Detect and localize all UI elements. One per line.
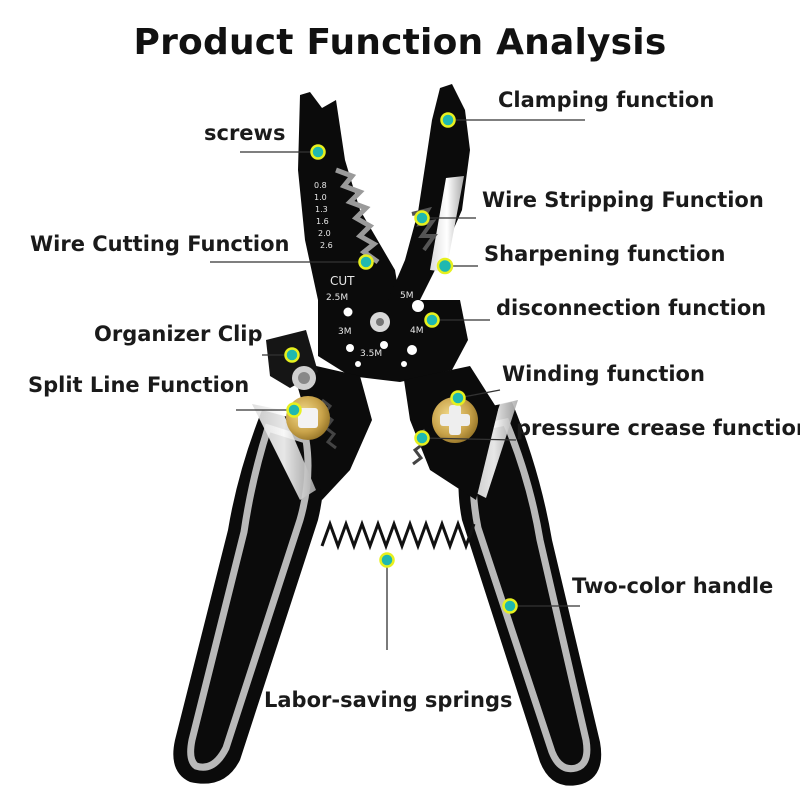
hole-mark: 3.5M xyxy=(360,349,382,359)
marker-winding xyxy=(450,390,466,406)
central-body xyxy=(318,300,468,382)
marker-sharpening xyxy=(436,257,454,275)
marker-wire-cutting xyxy=(358,254,374,270)
marker-wire-stripping xyxy=(414,210,430,226)
hole-mark: 4M xyxy=(410,326,424,336)
gauge-mark: 1.6 xyxy=(316,217,329,226)
label-organizer-clip: Organizer Clip xyxy=(94,322,263,346)
gauge-mark: 1.0 xyxy=(314,193,327,202)
gauge-mark: 2.0 xyxy=(318,229,331,238)
label-sharpening: Sharpening function xyxy=(484,242,726,266)
label-pressure-crease: pressure crease function xyxy=(516,416,800,440)
marker-springs xyxy=(379,552,395,568)
marker-pressure-crease xyxy=(414,430,430,446)
hole-mark: 5M xyxy=(400,291,414,301)
left-jaw xyxy=(298,92,400,330)
label-winding: Winding function xyxy=(502,362,705,386)
cut-mark: CUT xyxy=(330,274,355,288)
hole-mark: 2.5M xyxy=(326,293,348,303)
brass-screws xyxy=(286,396,478,443)
marker-split-line xyxy=(286,402,302,418)
label-clamping: Clamping function xyxy=(498,88,715,112)
marker-organizer-clip xyxy=(284,347,300,363)
marker-clamping xyxy=(440,112,456,128)
label-disconnection: disconnection function xyxy=(496,296,767,320)
hole-mark: 3M xyxy=(338,327,352,337)
gauge-mark: 1.3 xyxy=(315,205,328,214)
label-labor-saving-springs: Labor-saving springs xyxy=(264,688,513,712)
label-split-line: Split Line Function xyxy=(28,373,250,397)
label-screws: screws xyxy=(204,121,286,145)
marker-two-color-handle xyxy=(502,598,518,614)
right-jaw xyxy=(388,84,470,300)
marker-disconnection xyxy=(424,312,440,328)
page-title: Product Function Analysis xyxy=(133,22,667,63)
label-wire-stripping: Wire Stripping Function xyxy=(482,188,764,212)
label-wire-cutting: Wire Cutting Function xyxy=(30,232,290,256)
callout-markers xyxy=(284,112,518,614)
labor-saving-spring xyxy=(320,519,476,551)
left-handle xyxy=(173,404,324,784)
tool-markings: 0.8 1.0 1.3 1.6 2.0 2.6 CUT 2.5M 5M 3M 4… xyxy=(314,181,424,359)
marker-screws xyxy=(310,144,326,160)
gauge-mark: 0.8 xyxy=(314,181,327,190)
gauge-mark: 2.6 xyxy=(320,241,333,250)
label-two-color-handle: Two-color handle xyxy=(572,574,774,598)
